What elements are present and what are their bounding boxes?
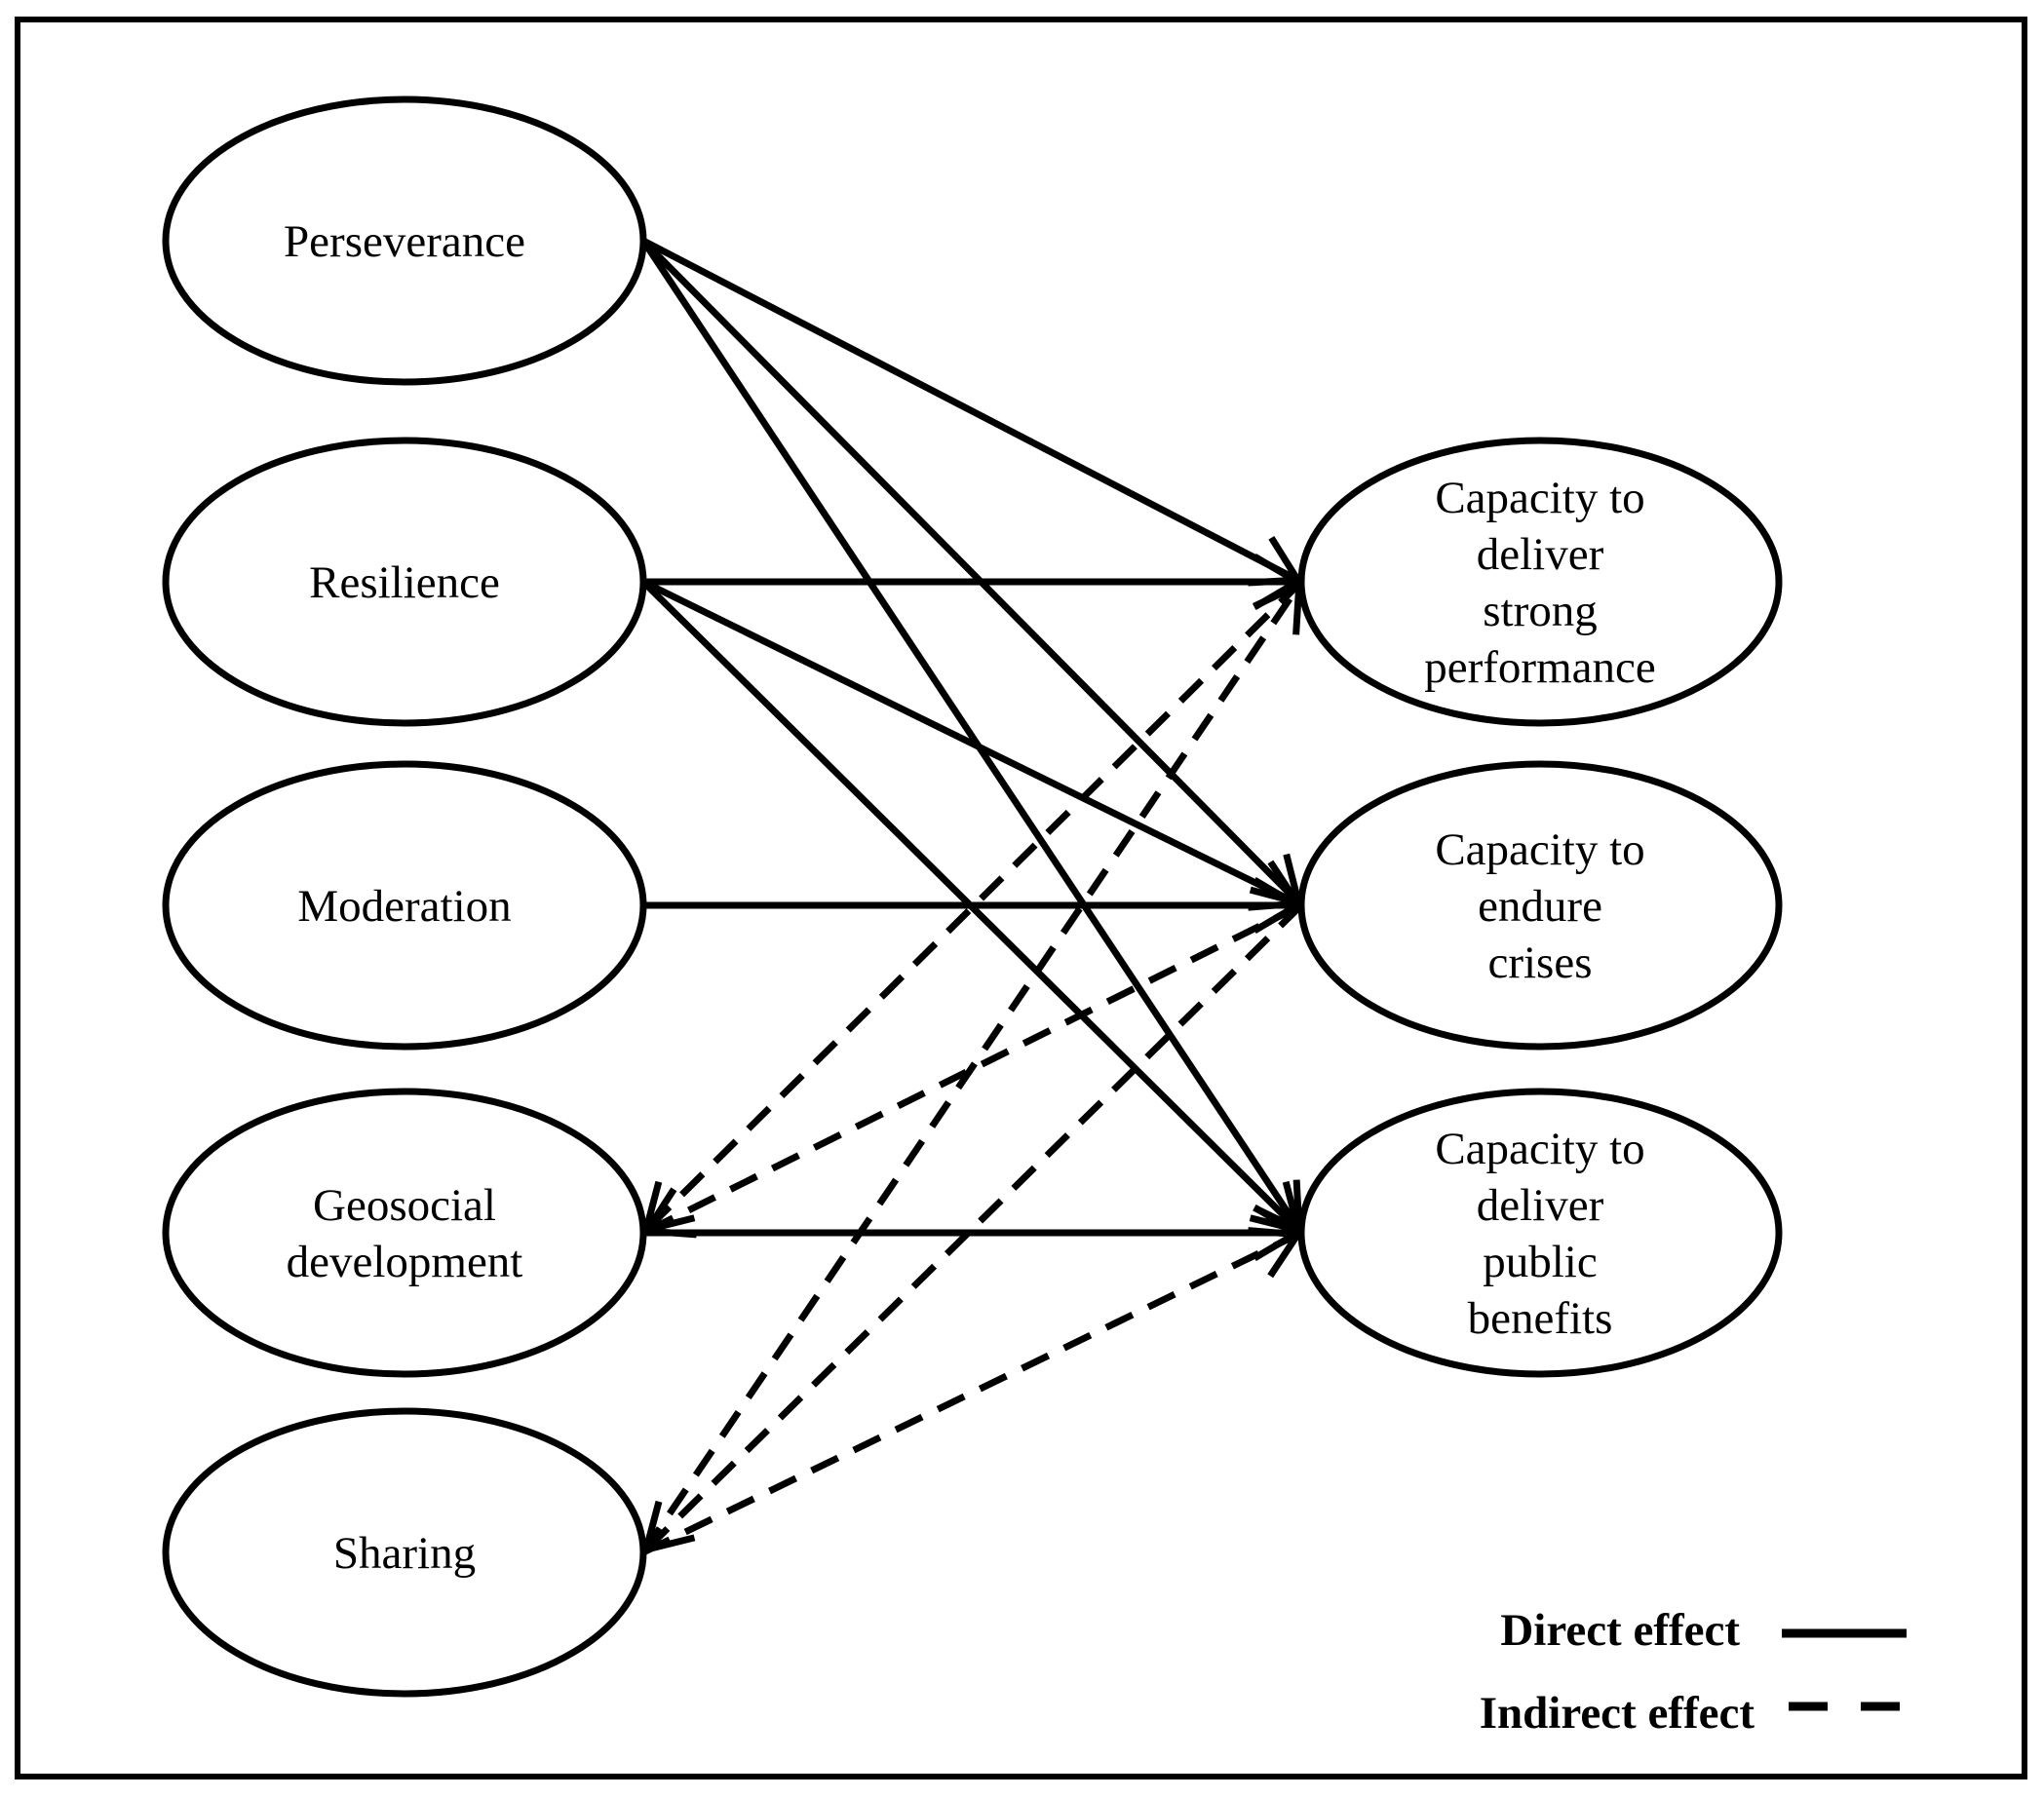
node-label: strong: [1483, 586, 1598, 636]
legend-indirect-label: Indirect effect: [1480, 1688, 1755, 1739]
indirect-effect-line: [645, 901, 1303, 1235]
node-ellipse: [162, 437, 647, 727]
legend-direct-label: Direct effect: [1500, 1605, 1740, 1656]
nodes-layer: PerseveranceResilienceModerationGeosocia…: [162, 96, 1783, 1698]
node-label: development: [287, 1237, 523, 1287]
node-label: deliver: [1477, 529, 1604, 580]
node-label: Capacity to: [1435, 473, 1644, 523]
arrowhead: [640, 1187, 697, 1239]
node-label: Sharing: [333, 1528, 476, 1579]
node-label: public: [1483, 1237, 1597, 1287]
node-label: Resilience: [309, 557, 500, 608]
node-cap-performance: Capacity to deliver strong performance: [1297, 437, 1783, 727]
edge-resilience-to-cap-crises: [641, 578, 1304, 911]
indirect-effect-line: [641, 1231, 1299, 1556]
node-label: crises: [1487, 937, 1592, 988]
node-ellipse: [1297, 437, 1783, 727]
node-ellipse: [162, 1407, 647, 1698]
edge-cap-crises-to-sharing: [640, 902, 1304, 1555]
edge-resilience-to-cap-performance: [643, 553, 1304, 611]
edges-layer: [640, 237, 1304, 1556]
edge-perseverance-to-cap-crises: [640, 238, 1304, 908]
node-label: Perseverance: [284, 216, 525, 267]
direct-effect-line: [640, 239, 1302, 1232]
node-label: endure: [1478, 881, 1602, 932]
node-cap-benefits: Capacity to deliver public benefits: [1297, 1088, 1783, 1378]
node-geosocial: Geosocial development: [162, 1088, 647, 1378]
indirect-effect-line: [643, 902, 1304, 1552]
node-label: Moderation: [297, 881, 511, 932]
node-label: benefits: [1468, 1293, 1613, 1344]
node-label: Capacity to: [1435, 1124, 1644, 1174]
edge-sharing-to-cap-benefits: [641, 1227, 1304, 1556]
edge-cap-crises-to-geosocial: [640, 901, 1303, 1239]
diagram-frame: [15, 17, 2027, 1779]
node-label: Capacity to: [1435, 824, 1644, 875]
edge-moderation-to-cap-crises: [643, 876, 1304, 935]
indirect-effect-line: [643, 579, 1304, 1233]
edge-geosocial-to-cap-benefits: [643, 1204, 1304, 1262]
node-perseverance: Perseverance: [162, 96, 647, 386]
edge-perseverance-to-cap-performance: [641, 237, 1304, 587]
node-label: deliver: [1477, 1180, 1604, 1231]
indirect-effect-line: [640, 583, 1302, 1554]
node-ellipse: [162, 760, 647, 1051]
direct-effect-line: [640, 238, 1301, 905]
node-ellipse: [162, 96, 647, 386]
node-sharing: Sharing: [162, 1407, 647, 1698]
node-ellipse: [162, 1088, 647, 1378]
node-ellipse: [1297, 1088, 1783, 1378]
node-ellipse: [1297, 760, 1783, 1051]
node-resilience: Resilience: [162, 437, 647, 727]
node-moderation: Moderation: [162, 760, 647, 1051]
arrowhead: [1248, 1227, 1304, 1279]
legend: Direct effect Indirect effect: [1480, 1605, 1907, 1739]
direct-effect-line: [641, 237, 1300, 584]
direct-effect-line: [641, 578, 1299, 907]
node-label: Geosocial: [313, 1180, 496, 1231]
node-label: performance: [1424, 642, 1655, 693]
